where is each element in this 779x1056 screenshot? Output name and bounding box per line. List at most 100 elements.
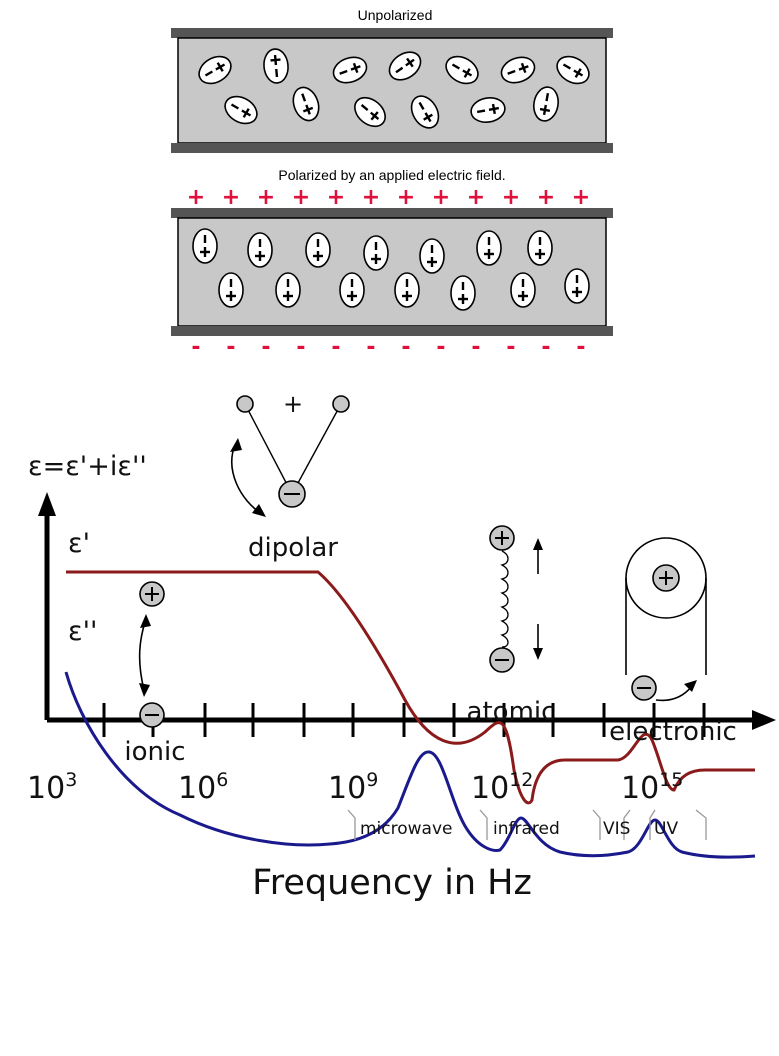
dipole-molecule: [470, 97, 506, 123]
plus-sign: +: [397, 185, 415, 210]
minus-sign: -: [506, 335, 515, 360]
displacement-arrow: [655, 685, 693, 702]
band-bracket: [347, 809, 356, 840]
plus-sign: +: [257, 185, 275, 210]
minus-sign: -: [331, 335, 340, 360]
dipole-molecule: [450, 275, 476, 311]
band-label-uv: UV: [654, 819, 678, 839]
polarized-caption: Polarized by an applied electric field.: [278, 167, 505, 183]
permittivity-chart: ε=ε'+iε'' ε' ε'' + dipolar: [27, 390, 776, 903]
y-axis-arrow: [38, 492, 56, 516]
plus-sign: +: [432, 185, 450, 210]
spectrum-bands: [347, 809, 707, 840]
dipole-molecule: [564, 268, 590, 304]
negative-plate-signs: ------------: [191, 335, 585, 360]
top-plate: [171, 28, 613, 38]
bottom-plate: [171, 326, 613, 336]
dipole-molecule: [192, 228, 218, 264]
tick-label: 109: [328, 769, 378, 806]
random-molecules: [198, 48, 590, 129]
plus-sign: +: [222, 185, 240, 210]
plus-sign: +: [187, 185, 205, 210]
dipole-atom: [236, 395, 254, 413]
band-labels: microwave infrared VIS UV: [360, 819, 678, 839]
dipole-molecule: [332, 56, 368, 84]
dipole-molecule: [500, 56, 536, 84]
bottom-plate: [171, 143, 613, 153]
dipole-molecule: [510, 272, 536, 308]
plus-sign: +: [362, 185, 380, 210]
band-bracket: [623, 809, 631, 840]
dipole-molecule: [292, 86, 320, 122]
dipole-molecule: [305, 232, 331, 268]
minus-sign: -: [541, 335, 550, 360]
tick-label: 1012: [471, 769, 533, 806]
plus-sign: +: [327, 185, 345, 210]
positive-plate-signs: + + + + + + + + + + + +: [187, 185, 590, 210]
minus-sign: -: [191, 335, 200, 360]
dipole-molecule: [247, 232, 273, 268]
dipole-molecule: [339, 272, 365, 308]
dipole-molecule: [224, 95, 258, 125]
electronic-cloud: electronic: [609, 537, 737, 747]
electronic-label: electronic: [609, 717, 737, 747]
band-bracket: [592, 809, 601, 840]
dielectric-slab: [177, 37, 607, 144]
rotation-arrow: [231, 444, 263, 515]
plus-sign: +: [502, 185, 520, 210]
atomic-label: atomic: [467, 697, 556, 727]
dipole-molecule: [354, 96, 386, 128]
plus-sign: +: [467, 185, 485, 210]
dipolar-label: dipolar: [248, 533, 338, 563]
band-label-infrared: infrared: [493, 819, 560, 839]
spring-icon: [500, 550, 509, 648]
unpolarized-capacitor: [171, 28, 613, 153]
dipole-molecule: [556, 55, 590, 85]
minus-sign: -: [296, 335, 305, 360]
band-bracket: [695, 809, 707, 840]
dipole-molecule: [363, 235, 389, 271]
ionic-pair: ionic: [124, 581, 186, 767]
plus-sign: +: [537, 185, 555, 210]
dipole-molecule: [198, 55, 232, 85]
dipole-molecule: [527, 230, 553, 266]
imag-permittivity-curve: [64, 671, 756, 859]
dipole-molecule: [445, 55, 479, 85]
atomic-spring: atomic: [467, 525, 556, 727]
tick-label: 1015: [621, 769, 683, 806]
aligned-molecules: [192, 228, 590, 311]
tick-label: 106: [178, 769, 228, 806]
dipole-molecule: [410, 95, 440, 129]
dipole-molecule: [394, 272, 420, 308]
minus-sign: -: [401, 335, 410, 360]
dipole-molecule: [275, 272, 301, 308]
x-axis-title: Frequency in Hz: [252, 863, 532, 903]
top-plate: [171, 208, 613, 218]
dipole-molecule: [476, 230, 502, 266]
band-label-vis: VIS: [603, 819, 630, 839]
dipolar-plus-sign: +: [283, 390, 303, 418]
imag-curve-label: ε'': [68, 616, 97, 647]
oscillation-arrow: [138, 621, 146, 691]
minus-sign: -: [471, 335, 480, 360]
x-tick-labels: 103 106 109 1012 1015: [27, 769, 683, 806]
dipole-atom: [332, 395, 350, 413]
minus-sign: -: [576, 335, 585, 360]
dipole-molecule: [263, 48, 289, 84]
x-axis-arrow: [752, 710, 776, 730]
plus-sign: +: [292, 185, 310, 210]
y-axis-label: ε=ε'+iε'': [28, 451, 147, 482]
unpolarized-caption: Unpolarized: [358, 7, 433, 23]
dipole-molecule: [388, 51, 422, 81]
dipolar-molecule: + dipolar: [230, 390, 350, 563]
minus-sign: -: [366, 335, 375, 360]
tick-label: 103: [27, 769, 77, 806]
minus-sign: -: [226, 335, 235, 360]
dipole-molecule: [419, 238, 445, 274]
polarized-capacitor: [171, 208, 613, 336]
minus-sign: -: [261, 335, 270, 360]
band-label-microwave: microwave: [360, 819, 453, 839]
minus-sign: -: [436, 335, 445, 360]
band-bracket: [649, 809, 656, 840]
plus-sign: +: [572, 185, 590, 210]
